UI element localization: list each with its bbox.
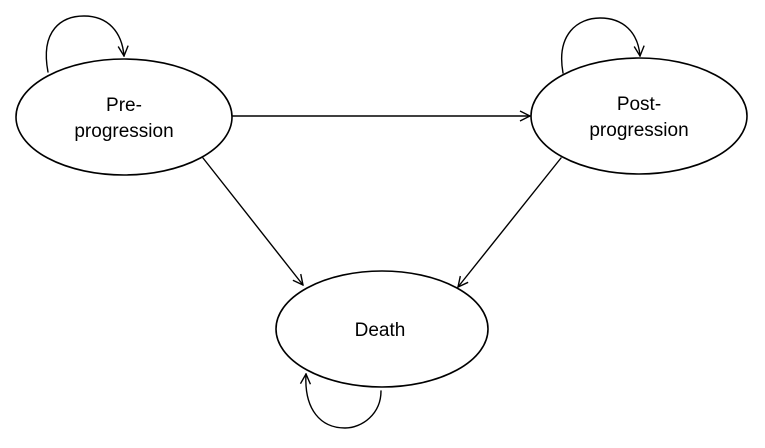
state-post-progression-label-line2: progression <box>589 120 688 141</box>
state-post-progression-label-line1: Post- <box>617 94 661 115</box>
arrow-pre-progression-to-death <box>202 157 303 285</box>
state-death: Death <box>275 270 489 388</box>
state-death-label: Death <box>355 320 406 341</box>
state-pre-progression-label-line1: Pre- <box>106 95 142 116</box>
self-loop-arrow-death <box>306 374 382 429</box>
state-pre-progression-label-line2: progression <box>74 121 173 142</box>
state-post-progression: Post- progression <box>530 57 748 175</box>
arrow-post-progression-to-death <box>458 157 562 287</box>
self-loop-arrow-pre-progression <box>45 15 124 73</box>
state-pre-progression: Pre- progression <box>15 58 233 176</box>
self-loop-arrow-post-progression <box>561 17 640 74</box>
